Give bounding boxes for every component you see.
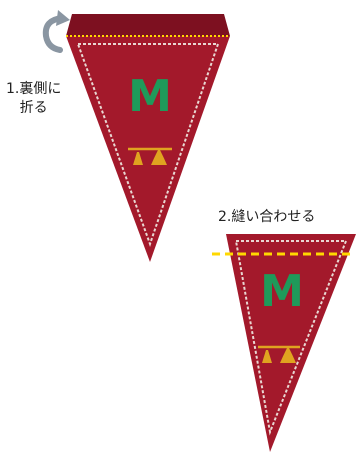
pennant-letter: M xyxy=(128,71,172,122)
stitch-border xyxy=(235,240,348,436)
step-2-line-1: 2.縫い合わせる xyxy=(218,209,316,225)
pennant-letter: M xyxy=(260,266,304,317)
fold-arrow-icon xyxy=(42,10,70,53)
pennant-body xyxy=(226,234,356,452)
folded-flap xyxy=(66,14,230,36)
stitch-border xyxy=(77,43,220,248)
step-2-label: 2.縫い合わせる xyxy=(218,208,315,227)
step-1-label: 1.裏側に 折る xyxy=(6,80,61,118)
pennant-fold-step: M xyxy=(42,10,230,262)
bell-icon xyxy=(128,147,172,165)
pennant-sew-step: M xyxy=(212,234,356,452)
bell-icon xyxy=(258,345,300,363)
step-1-line-2: 折る xyxy=(19,100,48,116)
step-1-line-1: 1.裏側に xyxy=(6,81,62,97)
